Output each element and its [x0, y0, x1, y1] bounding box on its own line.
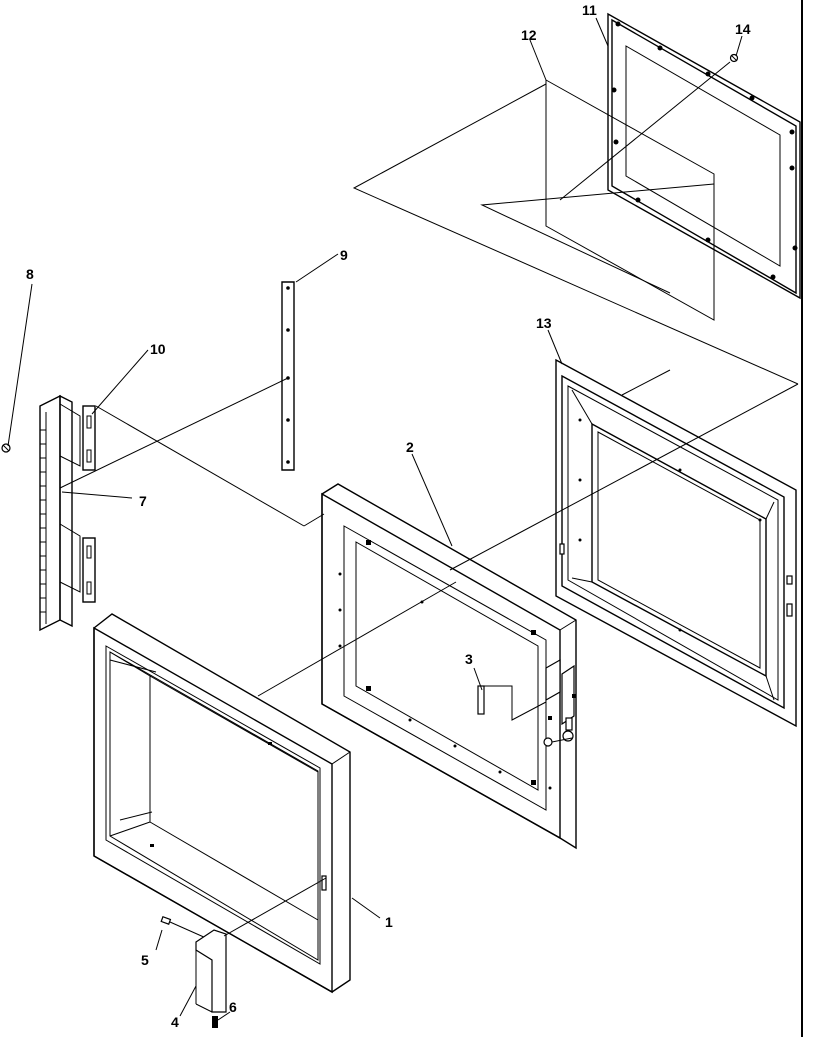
callout-4: 4	[171, 1014, 179, 1030]
callout-9: 9	[340, 247, 348, 263]
part-2-door-frame	[321, 483, 577, 850]
callout-2: 2	[406, 439, 414, 455]
callout-13: 13	[536, 315, 552, 331]
assembly-guide-lines-lower	[59, 377, 547, 721]
part-10-clips	[82, 405, 96, 603]
part-12-glass-sheet	[545, 79, 715, 321]
callout-3: 3	[465, 651, 473, 667]
assembly-guide-lines-upper	[352, 61, 799, 571]
callout-14: 14	[735, 21, 751, 37]
part-6-screw	[212, 1016, 218, 1028]
part-4-handle	[195, 877, 327, 1013]
callout-5: 5	[141, 952, 149, 968]
part-13-inner-frame	[555, 358, 797, 728]
callout-6: 6	[229, 999, 237, 1015]
part-5-screw	[160, 915, 207, 939]
callout-12: 12	[521, 27, 537, 43]
part-11-outer-panel	[607, 12, 801, 300]
callout-7: 7	[139, 493, 147, 509]
leader-lines	[7, 17, 743, 1021]
part-1-door-front	[93, 613, 351, 994]
part-7-hinge-bracket	[39, 394, 81, 632]
part-8-screw	[1, 443, 11, 453]
callout-1: 1	[385, 914, 393, 930]
part-9-strip	[281, 281, 295, 471]
part-14-screw	[729, 53, 739, 63]
callout-10: 10	[150, 341, 166, 357]
callout-8: 8	[26, 266, 34, 282]
part-3-pin	[477, 685, 485, 715]
callout-11: 11	[582, 2, 597, 18]
